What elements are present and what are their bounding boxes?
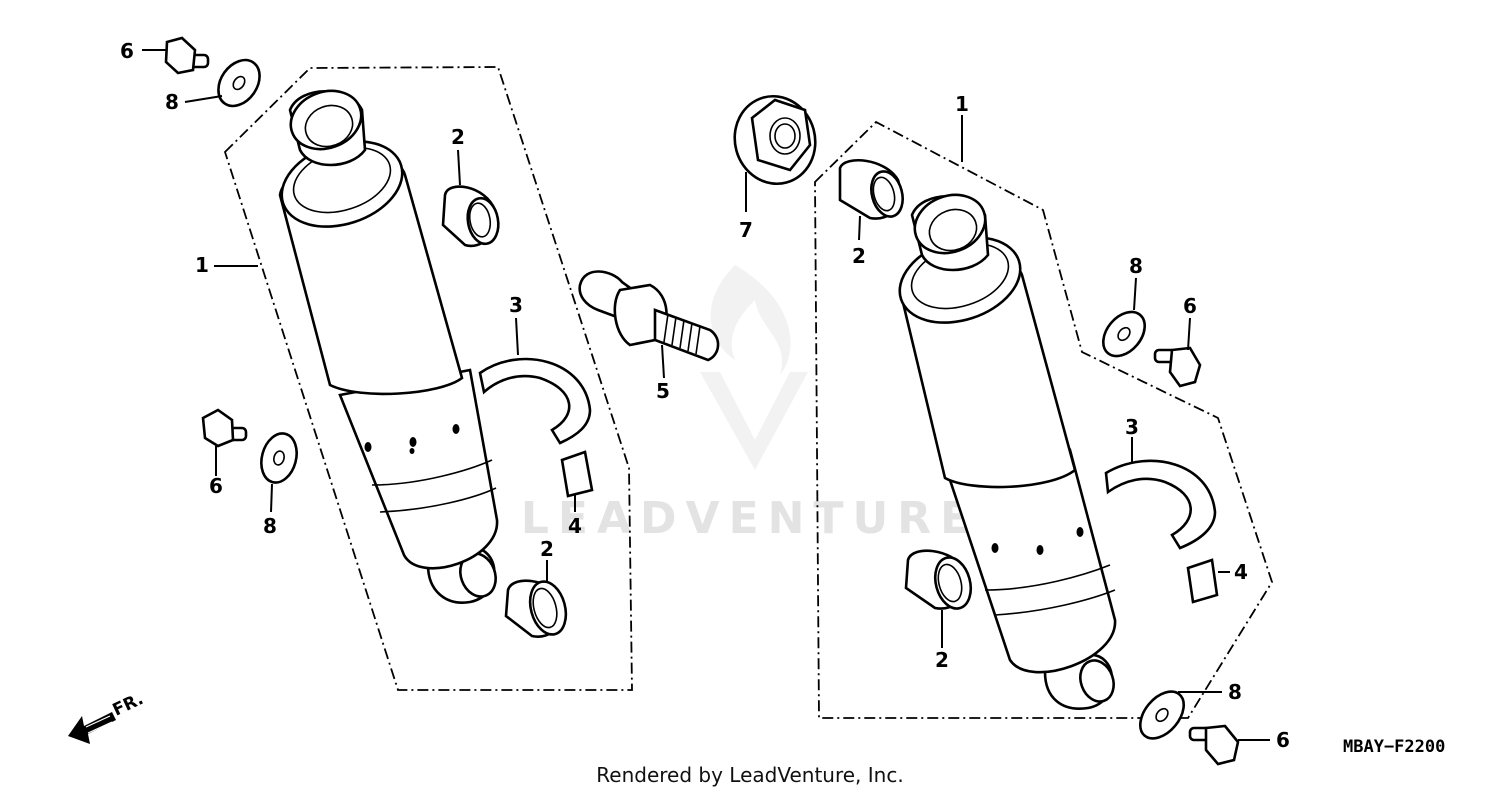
callout-2: 2 [451, 125, 465, 149]
callout-2: 2 [852, 244, 866, 268]
left-washer-mid [260, 432, 298, 484]
right-washer-top [1102, 310, 1146, 358]
leadventure-watermark: LEADVENTURE [521, 265, 979, 544]
callout-4: 4 [568, 514, 582, 538]
right-assembly-boundary [814, 120, 1273, 719]
callout-4: 4 [1234, 560, 1248, 584]
right-bolt-bottom [1188, 724, 1240, 766]
diagram-code: MBAY−F2200 [1343, 737, 1445, 757]
callout-6: 6 [209, 474, 223, 498]
callout-1: 1 [955, 92, 969, 116]
watermark-text: LEADVENTURE [521, 493, 979, 544]
callout-7: 7 [739, 218, 753, 242]
flame-logo-icon [700, 265, 808, 470]
right-bushing-top [838, 159, 904, 220]
callout-3: 3 [509, 293, 523, 317]
left-bolt-mid [201, 408, 248, 448]
left-retaining-band [478, 357, 592, 445]
callout-2: 2 [540, 537, 554, 561]
right-washer-bottom [1139, 690, 1185, 740]
left-mark-plate [560, 450, 594, 498]
flange-nut [733, 94, 817, 186]
left-bolt-top [164, 36, 210, 75]
mounting-stud-bolt [578, 270, 720, 362]
callout-8: 8 [263, 514, 277, 538]
callout-6: 6 [120, 39, 134, 63]
front-direction-arrow-icon [68, 712, 116, 744]
right-bolt-top [1153, 346, 1202, 388]
left-washer-top [217, 58, 261, 108]
front-direction-label: FR. [110, 689, 147, 720]
left-shock-absorber [278, 89, 499, 604]
right-shock-assembly: 1 2 8 6 3 4 2 8 6 [814, 92, 1290, 766]
left-assembly-boundary [223, 66, 633, 691]
center-parts: 5 7 [578, 94, 817, 403]
right-retaining-band [1104, 459, 1217, 550]
footer-credit: Rendered by LeadVenture, Inc. [596, 763, 903, 787]
front-direction-indicator: FR. [68, 689, 147, 744]
left-bushing-top [441, 185, 500, 248]
left-shock-assembly: 6 8 1 2 3 4 2 6 8 [120, 36, 633, 691]
callout-8: 8 [165, 90, 179, 114]
right-shock-absorber [898, 193, 1117, 710]
callout-6: 6 [1276, 728, 1290, 752]
callout-8: 8 [1129, 254, 1143, 278]
left-bushing-bottom [504, 579, 568, 638]
callout-6: 6 [1183, 294, 1197, 318]
callout-8: 8 [1228, 680, 1242, 704]
callout-2: 2 [935, 648, 949, 672]
callout-3: 3 [1125, 415, 1139, 439]
right-mark-plate [1186, 558, 1219, 604]
callout-5: 5 [656, 379, 670, 403]
callout-1: 1 [195, 253, 209, 277]
right-bushing-bottom [904, 549, 973, 610]
